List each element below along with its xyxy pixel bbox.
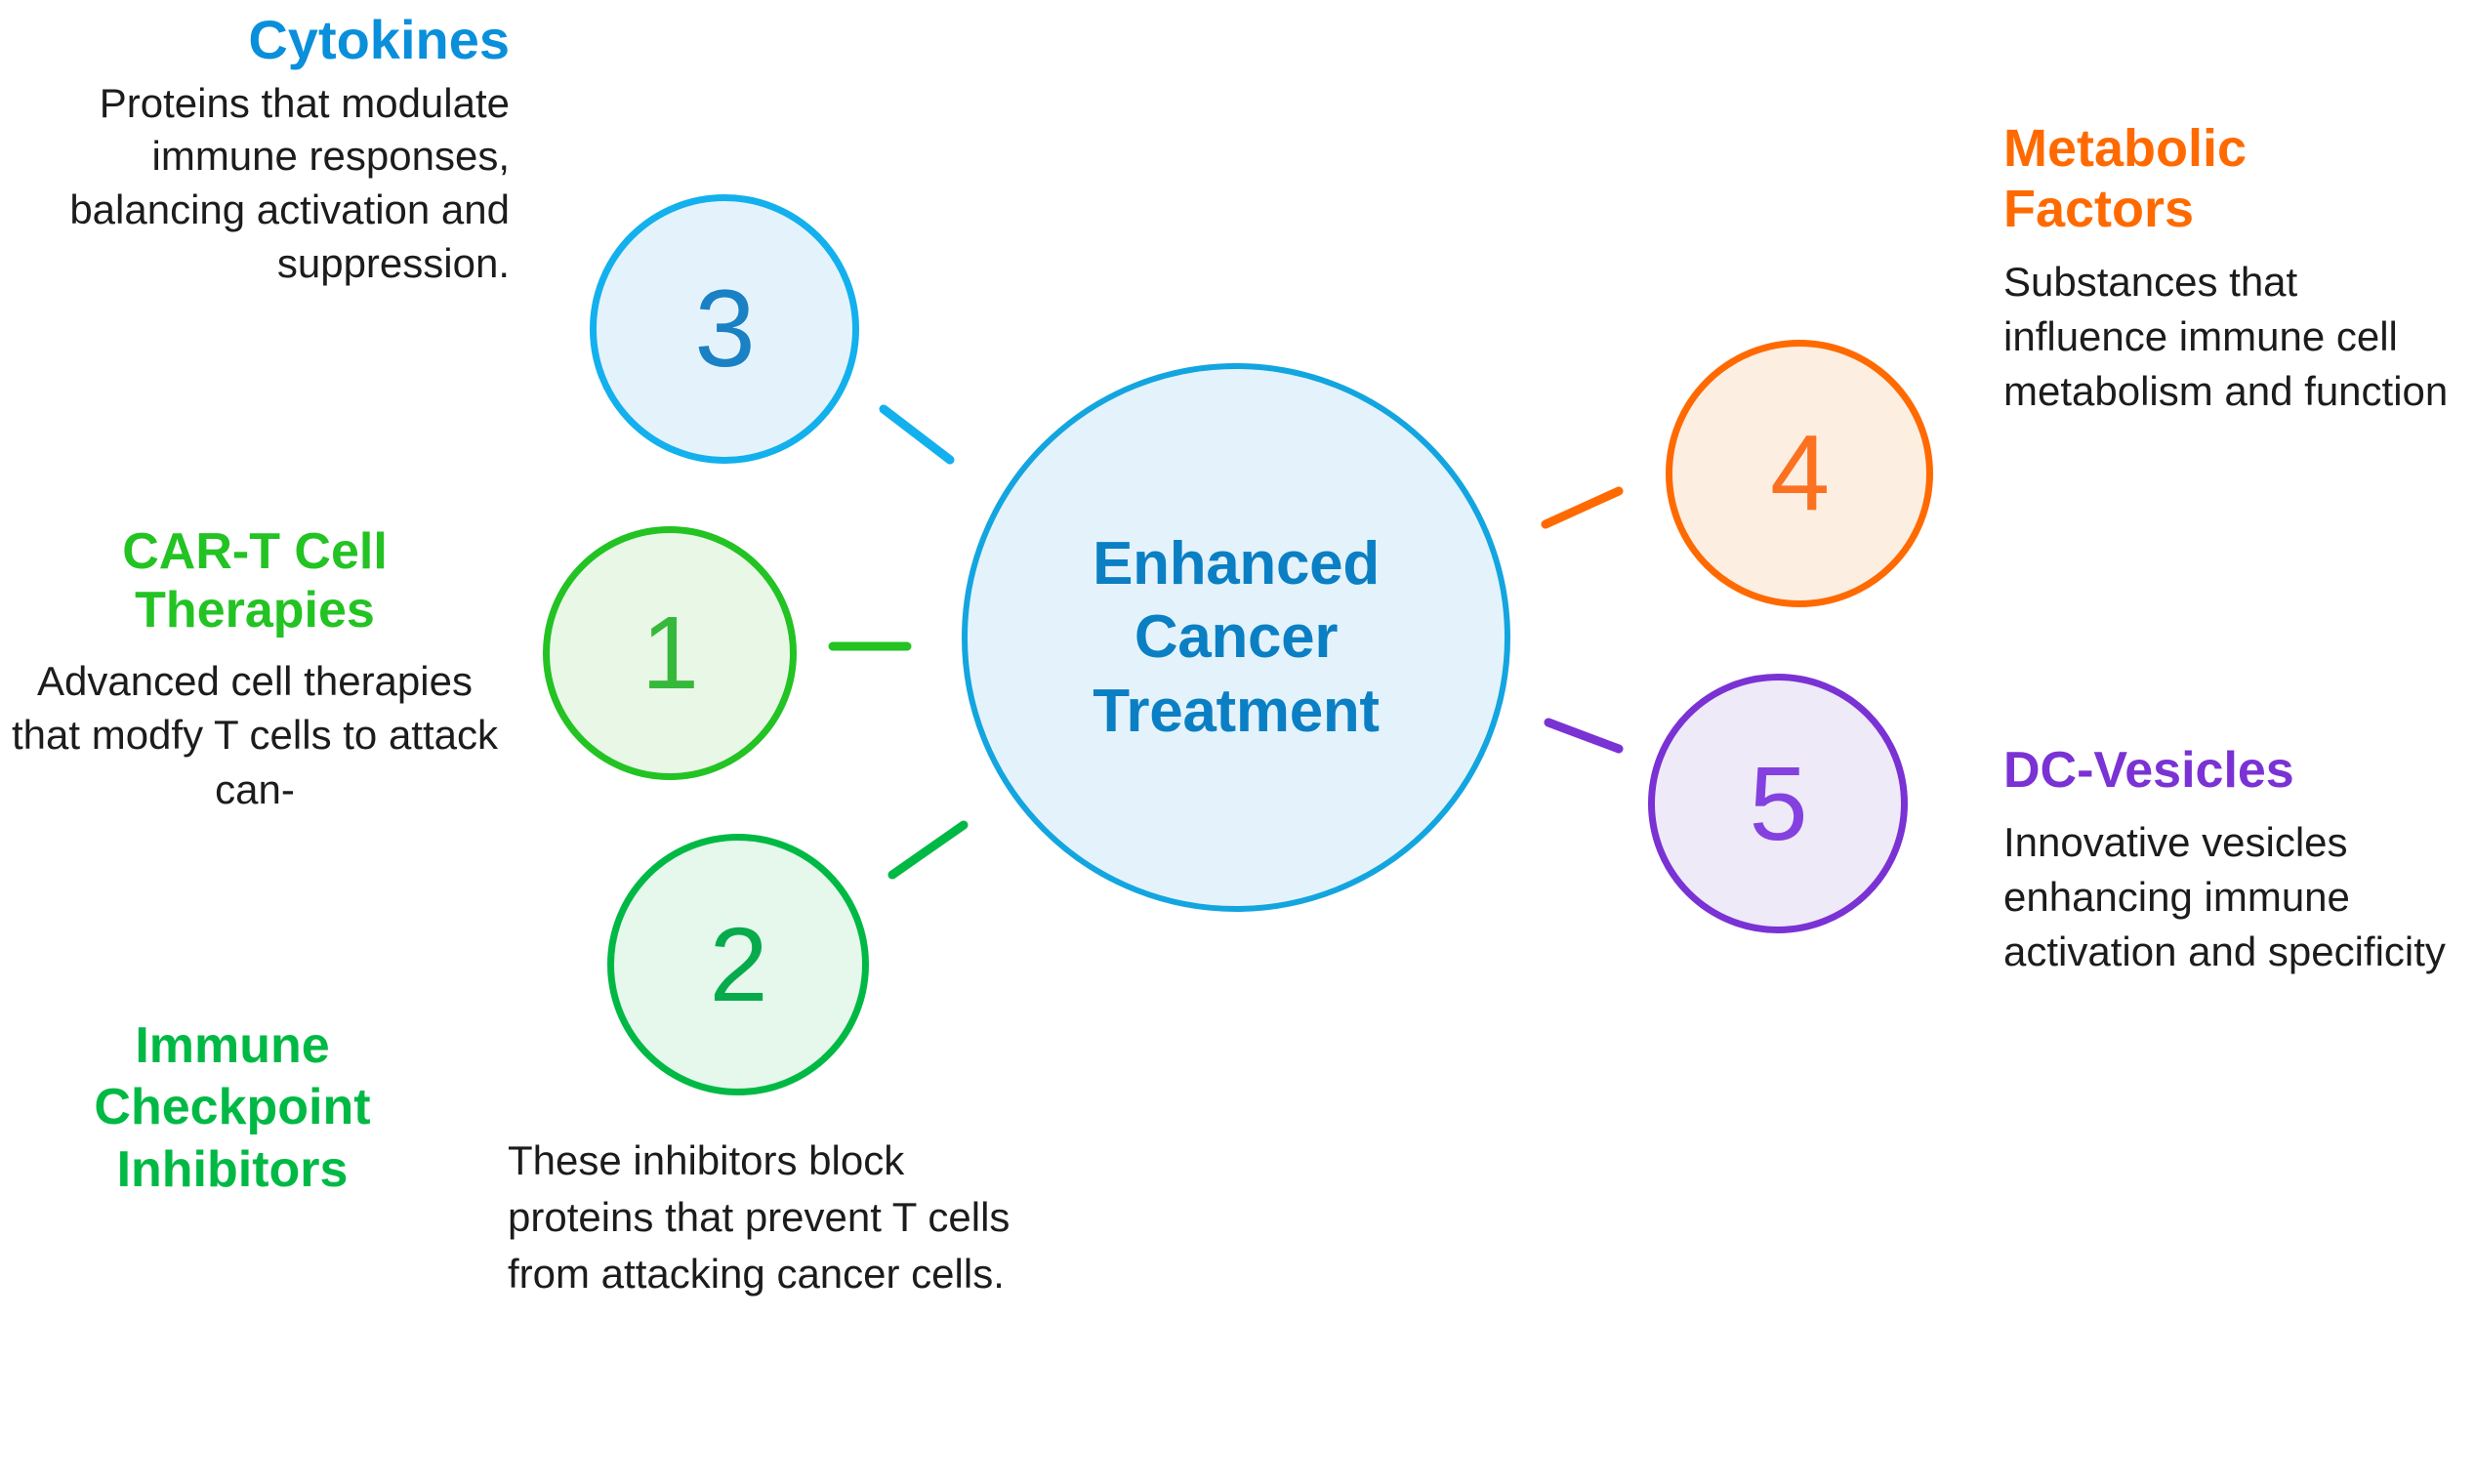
hub-label-line-2: Cancer xyxy=(1134,603,1339,672)
node-circle-5-dc-vesicles[interactable]: 5 xyxy=(1648,674,1908,933)
hub-label-line-1: Enhanced xyxy=(1093,529,1380,598)
metabolic-title-line-2: Factors xyxy=(2003,179,2195,238)
node-number-3: 3 xyxy=(694,268,755,390)
checkpoint-description: These inhibitors block proteins that pre… xyxy=(508,1137,1011,1297)
dc-vesicles-title: DC-Vesicles xyxy=(2003,742,2294,799)
metabolic-description: Substances that influence immune cell me… xyxy=(2003,259,2449,414)
node-circle-2-immune-checkpoint-inhibitors[interactable]: 2 xyxy=(607,834,869,1095)
checkpoint-title-line-2: Checkpoint xyxy=(94,1079,371,1136)
node-circle-1-car-t-cell-therapies[interactable]: 1 xyxy=(543,526,797,780)
node-number-1: 1 xyxy=(641,596,699,711)
cytokines-description: Proteins that modulate immune responses,… xyxy=(69,79,510,286)
text-block-metabolic-factors: Metabolic Factors Substances that influe… xyxy=(2003,119,2462,419)
connector-hub-to-node5 xyxy=(1544,718,1624,754)
hub-label-line-3: Treatment xyxy=(1093,677,1380,745)
connector-node3-to-hub xyxy=(879,404,955,465)
checkpoint-title-line-1: Immune xyxy=(135,1017,330,1074)
metabolic-title: Metabolic Factors xyxy=(2003,119,2462,239)
text-block-cytokines: Cytokines Proteins that modulate immune … xyxy=(0,9,510,290)
node-circle-4-metabolic-factors[interactable]: 4 xyxy=(1666,340,1933,607)
node-number-2: 2 xyxy=(709,905,768,1023)
car-t-title: CAR-T Cell Therapies xyxy=(0,522,510,640)
hub-node-enhanced-cancer-treatment[interactable]: Enhanced Cancer Treatment xyxy=(962,363,1510,912)
checkpoint-title-line-3: Inhibitors xyxy=(116,1140,349,1198)
connector-node2-to-hub xyxy=(887,820,969,880)
car-t-title-line-2: Therapies xyxy=(135,582,375,639)
text-block-immune-checkpoint-description: These inhibitors block proteins that pre… xyxy=(508,1133,1015,1302)
node-number-4: 4 xyxy=(1769,413,1830,533)
text-block-dc-vesicles: DC-Vesicles Innovative vesicles enhancin… xyxy=(2003,742,2462,979)
connector-hub-to-node4 xyxy=(1541,486,1624,529)
text-block-immune-checkpoint-inhibitors: Immune Checkpoint Inhibitors xyxy=(27,1015,437,1207)
cytokines-title: Cytokines xyxy=(248,9,510,70)
node-number-5: 5 xyxy=(1749,744,1808,862)
text-block-car-t-cell-therapies: CAR-T Cell Therapies Advanced cell thera… xyxy=(0,522,510,816)
car-t-title-line-1: CAR-T Cell xyxy=(122,523,388,580)
hub-label: Enhanced Cancer Treatment xyxy=(1093,527,1380,749)
checkpoint-title: Immune Checkpoint Inhibitors xyxy=(27,1015,437,1201)
node-circle-3-cytokines[interactable]: 3 xyxy=(590,194,859,464)
car-t-description: Advanced cell therapies that modfy T cel… xyxy=(11,657,498,812)
metabolic-title-line-1: Metabolic xyxy=(2003,119,2248,178)
dc-vesicles-description: Innovative vesicles enhancing immune act… xyxy=(2003,819,2446,974)
